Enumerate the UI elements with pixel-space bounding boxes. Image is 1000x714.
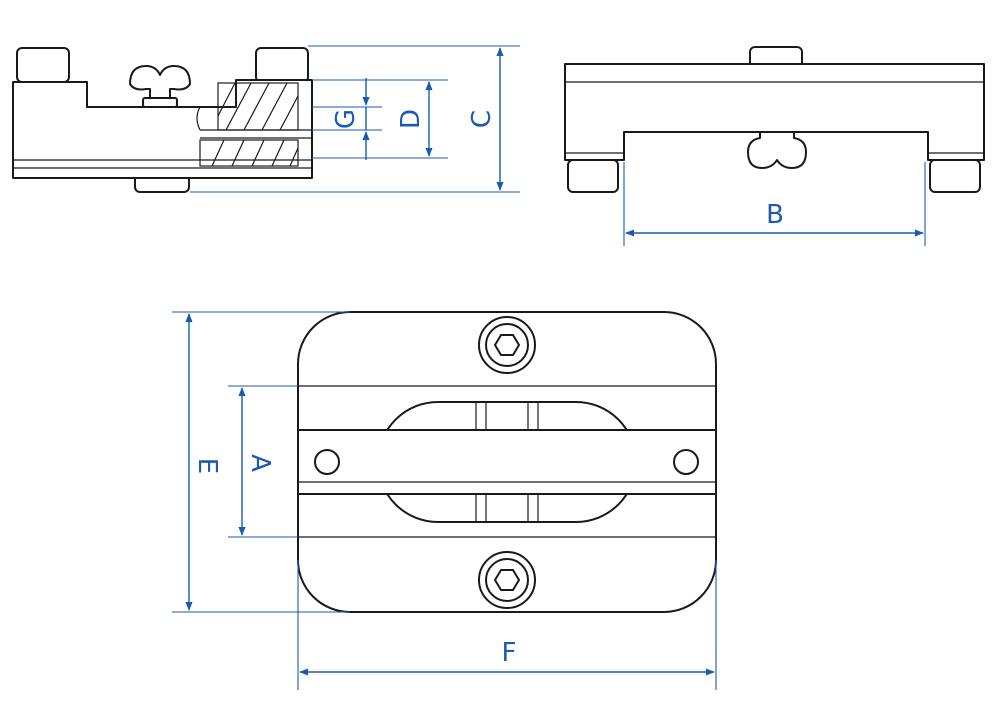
left-top-pad bbox=[16, 47, 70, 83]
bottom-screw bbox=[478, 551, 536, 609]
top-view: E A F bbox=[172, 311, 717, 690]
dimension-label-f: F bbox=[502, 638, 517, 668]
dimension-label-d: D bbox=[396, 109, 426, 129]
right-pin-hole bbox=[673, 449, 699, 475]
dimension-label-b: B bbox=[766, 200, 784, 230]
top-screw bbox=[478, 316, 536, 374]
side-clamp-knob bbox=[129, 65, 191, 101]
front-right-foot bbox=[929, 159, 981, 193]
dimension-label-c: C bbox=[467, 110, 497, 128]
right-top-pad bbox=[255, 47, 309, 83]
section-hatching bbox=[196, 82, 299, 167]
dimension-label-g: G bbox=[331, 109, 361, 129]
left-pin-hole bbox=[314, 449, 340, 475]
dimension-label-a: A bbox=[245, 454, 275, 472]
dimension-label-e: E bbox=[192, 458, 222, 474]
side-section-view: C D G bbox=[12, 45, 520, 193]
front-clamp-knob bbox=[747, 131, 807, 169]
front-view: B bbox=[564, 46, 985, 246]
center-bar bbox=[297, 429, 717, 495]
front-left-foot bbox=[567, 159, 619, 193]
